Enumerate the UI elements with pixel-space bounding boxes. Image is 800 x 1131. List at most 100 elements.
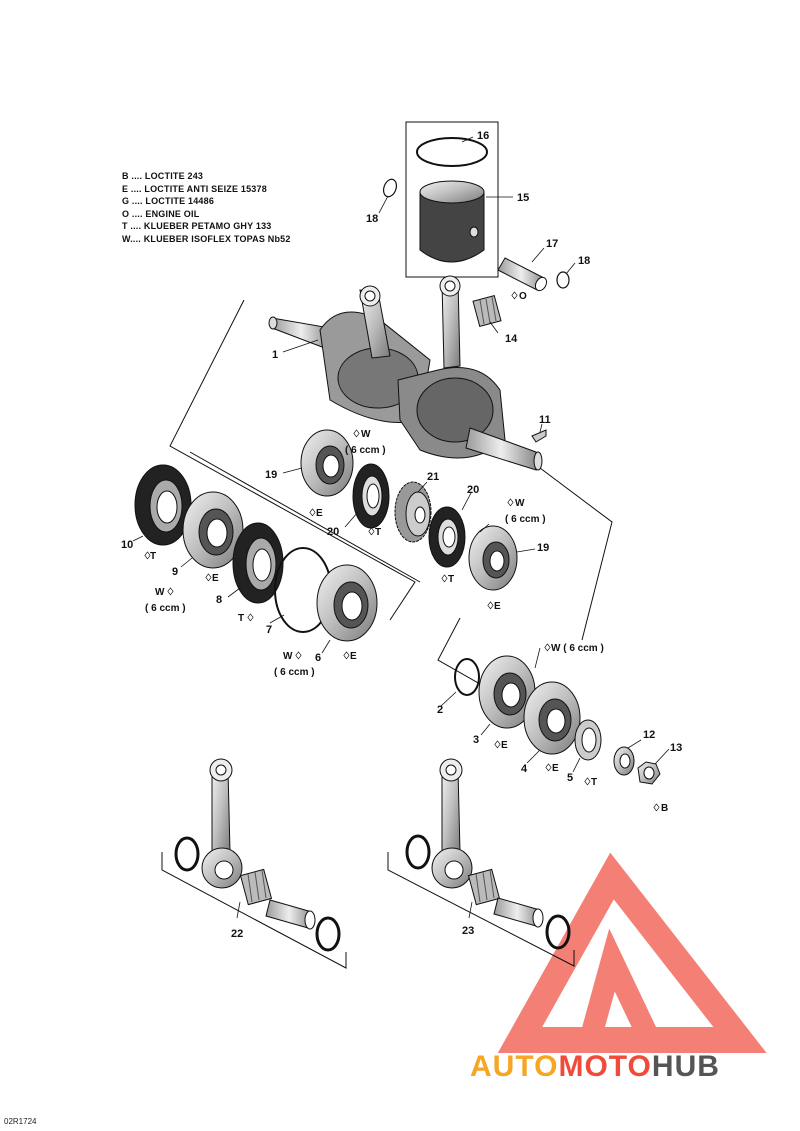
drop-icon: ♢ <box>352 429 361 440</box>
drop-icon: ♢ <box>652 803 661 814</box>
drop-icon: ♢ <box>544 763 553 774</box>
part-label-7: 7 <box>266 624 272 636</box>
legend-item-t: T .... KLUEBER PETAMO GHY 133 <box>122 221 272 232</box>
callout-t: T <box>375 527 381 538</box>
callout-e: E <box>494 601 501 612</box>
main-bearing <box>300 429 354 497</box>
part-label-20: 20 <box>327 526 339 538</box>
oil-seal <box>232 522 284 604</box>
drop-icon: ♢ <box>543 643 552 654</box>
part-label-18: 18 <box>366 213 378 225</box>
drop-icon: ♢ <box>204 573 213 584</box>
callout-o: O <box>519 291 527 302</box>
callout-e: E <box>212 573 219 584</box>
callout-w: W <box>155 587 165 598</box>
left-stack-bracket <box>189 451 421 583</box>
part-label-3: 3 <box>473 734 479 746</box>
drop-icon: ♢ <box>342 651 351 662</box>
callout-ccm: ( 6 ccm ) <box>345 445 386 456</box>
watermark-text-part: AUTO <box>470 1050 559 1083</box>
drop-icon: ♢ <box>294 651 303 662</box>
woodruff-key <box>531 429 547 443</box>
ball-bearing <box>182 491 244 569</box>
part-label-2: 2 <box>437 704 443 716</box>
drop-icon: ♢ <box>510 291 519 302</box>
crankshaft-bracket <box>169 299 416 621</box>
drop-icon: ♢ <box>308 508 317 519</box>
nut <box>637 761 661 785</box>
crankshaft <box>268 275 543 471</box>
drop-icon: ♢ <box>506 498 515 509</box>
watermark-logo <box>497 852 767 1053</box>
piston-pin-clip <box>556 271 570 289</box>
callout-e: E <box>350 651 357 662</box>
callout-t: T <box>150 551 156 562</box>
part-label-18: 18 <box>578 255 590 267</box>
part-label-19: 19 <box>265 469 277 481</box>
callout-t: T <box>448 574 454 585</box>
watermark-text-part: HUB <box>651 1050 720 1083</box>
legend-item-g: G .... LOCTITE 14486 <box>122 196 215 207</box>
callout-ccm: ( 6 ccm ) <box>145 603 186 614</box>
lubricant-callouts: ♢ O ♢ W ( 6 ccm ) ♢ E ♢ T ♢ W ( 6 ccm ) … <box>143 291 668 814</box>
legend-item-w: W.... KLUEBER ISOFLEX TOPAS Nb52 <box>122 233 291 244</box>
leader-lines <box>132 136 670 919</box>
drop-icon: ♢ <box>493 740 502 751</box>
part-label-16: 16 <box>477 130 489 142</box>
part-label-17: 17 <box>546 238 558 250</box>
part-label-15: 15 <box>517 192 529 204</box>
part-label-10: 10 <box>121 539 133 551</box>
callout-t: T <box>238 613 244 624</box>
callout-w: W <box>515 498 525 509</box>
callout-w: W <box>361 429 371 440</box>
ball-bearing <box>316 564 378 642</box>
callout-ccm: ( 6 ccm ) <box>274 667 315 678</box>
callout-t: T <box>591 777 597 788</box>
part-label-14: 14 <box>505 333 518 345</box>
snap-ring <box>454 658 480 696</box>
part-label-8: 8 <box>216 594 222 606</box>
connecting-rod-kit-right <box>387 758 575 967</box>
drop-icon: ♢ <box>440 574 449 585</box>
drop-icon: ♢ <box>583 777 592 788</box>
part-label-6: 6 <box>315 652 321 664</box>
part-label-20: 20 <box>467 484 479 496</box>
part-label-19: 19 <box>537 542 549 554</box>
part-label-5: 5 <box>567 772 573 784</box>
legend-item-b: B .... LOCTITE 243 <box>122 171 204 181</box>
piston-pin-clip <box>382 178 398 198</box>
callout-ccm: ( 6 ccm ) <box>505 514 546 525</box>
oil-seal <box>352 463 390 529</box>
callout-w-6ccm: W ( 6 ccm ) <box>551 643 604 654</box>
main-bearing <box>468 525 518 591</box>
oil-seal <box>428 506 466 568</box>
drop-icon: ♢ <box>367 527 376 538</box>
part-label-21: 21 <box>427 471 439 483</box>
ball-bearing <box>523 681 581 755</box>
figure-code: 02R1724 <box>4 1117 37 1126</box>
lubricant-legend: B .... LOCTITE 243 E .... LOCTITE ANTI S… <box>122 170 291 246</box>
washer-hole <box>619 753 631 769</box>
part-label-22: 22 <box>231 928 243 940</box>
part-label-4: 4 <box>521 763 528 775</box>
part-label-13: 13 <box>670 742 682 754</box>
piston-pin <box>497 257 548 292</box>
legend-item-o: O .... ENGINE OIL <box>122 208 200 219</box>
drop-icon: ♢ <box>246 613 255 624</box>
part-label-12: 12 <box>643 729 655 741</box>
oil-seal <box>134 464 192 546</box>
drive-gear <box>394 481 432 543</box>
part-label-23: 23 <box>462 925 474 937</box>
callout-b: B <box>661 803 668 814</box>
part-label-11: 11 <box>539 414 551 426</box>
connecting-rod-kit-left <box>161 758 347 969</box>
callout-e: E <box>552 763 559 774</box>
legend-item-e: E .... LOCTITE ANTI SEIZE 15378 <box>122 183 267 194</box>
drop-icon: ♢ <box>486 601 495 612</box>
crankshaft-bracket <box>539 467 613 641</box>
part-label-9: 9 <box>172 566 178 578</box>
callout-e: E <box>501 740 508 751</box>
drop-icon: ♢ <box>166 587 175 598</box>
drop-icon: ♢ <box>143 551 152 562</box>
